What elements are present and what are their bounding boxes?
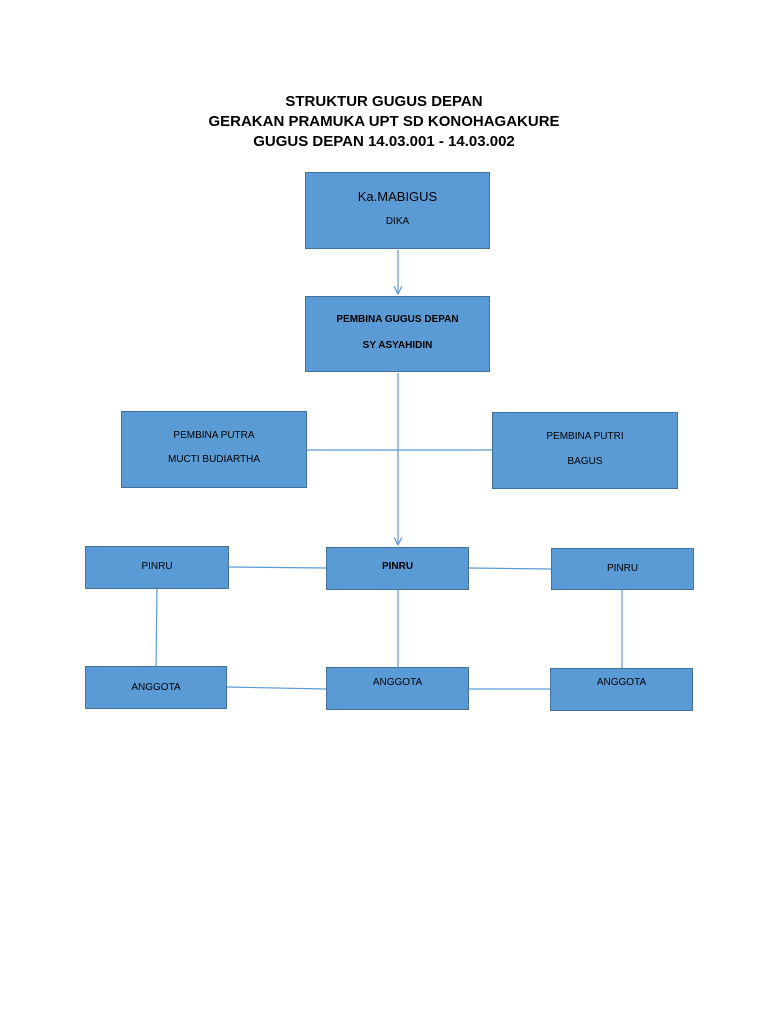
page-title: STRUKTUR GUGUS DEPAN GERAKAN PRAMUKA UPT… bbox=[0, 92, 768, 152]
line-anggota-left-to-center bbox=[226, 686, 327, 690]
anggota-right-box: ANGGOTA bbox=[550, 668, 693, 711]
anggota-left-box: ANGGOTA bbox=[85, 666, 227, 709]
pembina-putri-role: PEMBINA PUTRI bbox=[546, 431, 624, 442]
pinru-right-box: PINRU bbox=[551, 548, 694, 590]
pinru-center-label: PINRU bbox=[381, 561, 414, 572]
pembina-gudep-name: SY ASYAHIDIN bbox=[362, 340, 433, 351]
mabigus-role: Ka.MABIGUS bbox=[357, 189, 438, 204]
pembina-putri-box: PEMBINA PUTRI BAGUS bbox=[492, 412, 678, 489]
pembina-putra-role: PEMBINA PUTRA bbox=[173, 430, 255, 441]
mabigus-box: Ka.MABIGUS DIKA bbox=[305, 172, 490, 249]
line-pinru-left-to-anggota bbox=[155, 588, 158, 667]
line-pinru-center-to-right bbox=[468, 567, 552, 570]
line-pinru-left-to-center bbox=[228, 566, 327, 569]
anggota-center-label: ANGGOTA bbox=[372, 677, 423, 688]
mabigus-name: DIKA bbox=[385, 216, 410, 227]
title-line-2: GERAKAN PRAMUKA UPT SD KONOHAGAKURE bbox=[208, 113, 560, 130]
title-line-3: GUGUS DEPAN 14.03.001 - 14.03.002 bbox=[253, 133, 515, 150]
pinru-left-label: PINRU bbox=[141, 561, 173, 572]
pinru-right-label: PINRU bbox=[606, 563, 639, 574]
pembina-putra-box: PEMBINA PUTRA MUCTI BUDIARTHA bbox=[121, 411, 307, 488]
pembina-putra-name: MUCTI BUDIARTHA bbox=[167, 454, 261, 465]
pembina-gudep-role: PEMBINA GUGUS DEPAN bbox=[336, 314, 459, 325]
pinru-center-box: PINRU bbox=[326, 547, 469, 590]
pembina-putri-name: BAGUS bbox=[567, 456, 603, 467]
anggota-left-label: ANGGOTA bbox=[131, 682, 181, 693]
anggota-center-box: ANGGOTA bbox=[326, 667, 469, 710]
pinru-left-box: PINRU bbox=[85, 546, 229, 589]
pembina-gudep-box: PEMBINA GUGUS DEPAN SY ASYAHIDIN bbox=[305, 296, 490, 372]
anggota-right-label: ANGGOTA bbox=[596, 677, 647, 688]
title-line-1: STRUKTUR GUGUS DEPAN bbox=[285, 93, 483, 110]
